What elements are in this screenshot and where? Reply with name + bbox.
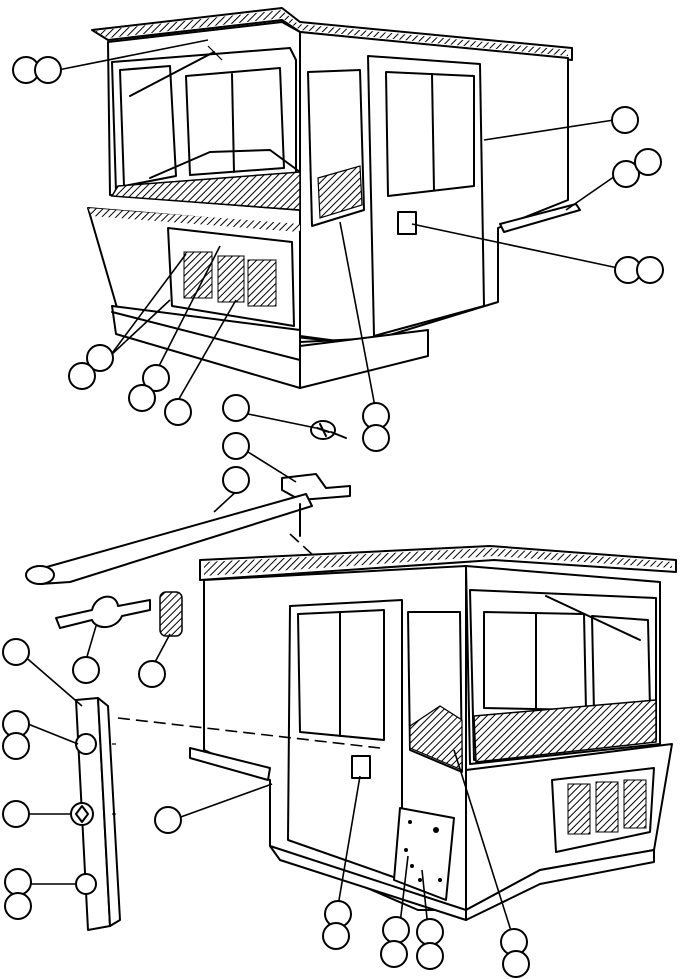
callout-bubble [612,160,640,188]
screw [310,420,347,440]
callout-bubble [611,106,639,134]
mounting-strip [70,697,121,931]
callout-bubble [222,432,250,460]
hardware-parts [25,420,365,637]
strip-bolt-bottom [75,873,97,895]
callout-bubble [34,56,62,84]
spring [159,591,183,637]
callout-bubble [72,656,100,684]
callout-bubble [2,732,30,760]
upper-wiper [129,51,215,97]
lower-door-handle [351,755,371,779]
lower-wiper [545,595,641,641]
callout-bubble [634,148,662,176]
callout-bubble [362,424,390,452]
callout-bubble [164,398,192,426]
callout-bubble [322,922,350,950]
lower-vent-louvers [567,779,647,835]
lower-side-bracket [189,747,271,781]
pipe-clamp [55,595,151,629]
lower-cab [117,545,677,921]
upper-door-handle [397,211,417,235]
upper-side-bracket [499,203,581,233]
access-cover-plate [393,807,455,901]
strip-bolt-top [75,733,97,755]
callout-bubble [138,660,166,688]
callout-bubble [2,638,30,666]
callout-bubble [154,806,182,834]
callout-bubble [416,918,444,946]
upper-cab [87,7,581,389]
callout-bubble [68,362,96,390]
leader-lines [21,39,619,935]
stay-bracket [281,473,351,501]
callout-bubble [222,466,250,494]
callout-bubble [128,384,156,412]
callout-bubble [416,942,444,970]
callout-bubble [380,940,408,968]
callout-bubble [86,344,114,372]
cover-plate-bolts [404,820,442,882]
callout-bubble [142,364,170,392]
callout-bubble [4,868,32,896]
callout-bubble [222,394,250,422]
callout-bubble [636,256,664,284]
callout-bubble [2,800,30,828]
callout-bubble [502,950,530,978]
callout-bubble [4,892,32,920]
callout-bubble [382,916,410,944]
callout-bubbles [2,56,664,978]
upper-vent-louvers [183,251,277,307]
